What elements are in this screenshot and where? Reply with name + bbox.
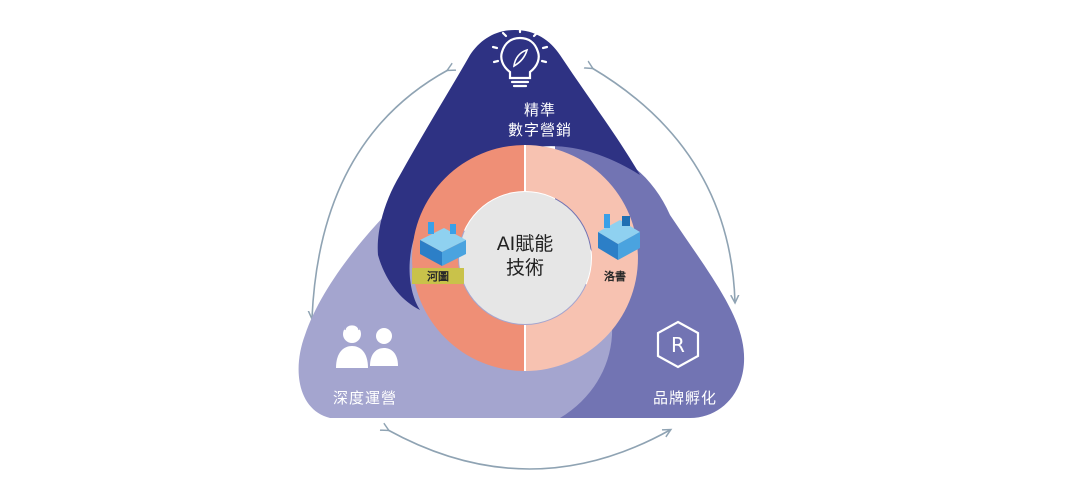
people-icon [336, 324, 398, 368]
tag-hetu: 河圖 [412, 268, 464, 284]
label-top-line1: 精準 [523, 101, 556, 119]
center-label: AI賦能 技術 [470, 232, 580, 280]
cycle-arrow-right [592, 68, 735, 302]
cycle-arrow-left [312, 70, 448, 318]
center-disc [459, 192, 591, 324]
lobe-precision-marketing [377, 30, 640, 310]
cycle-arrow-bottom [388, 430, 670, 470]
isometric-building-icon-left [420, 222, 466, 266]
logo-letter-r: R [671, 333, 685, 357]
ring-right-luoshu [525, 145, 638, 371]
center-line1: AI賦能 [496, 233, 554, 255]
label-brand-incubation: 品牌孵化 [652, 389, 717, 407]
hexagon-r-icon [656, 320, 700, 369]
isometric-building-icon-right [598, 214, 640, 260]
ring-left-hetu [412, 145, 525, 371]
lightbulb-icon [491, 26, 549, 88]
center-line2: 技術 [505, 257, 544, 279]
label-top-line2: 數字營銷 [507, 121, 572, 139]
tag-luoshu: 洛書 [604, 270, 626, 283]
label-deep-operation: 深度運營 [332, 389, 397, 407]
label-precision-digital-marketing: 精準 數字營銷 [480, 100, 600, 140]
